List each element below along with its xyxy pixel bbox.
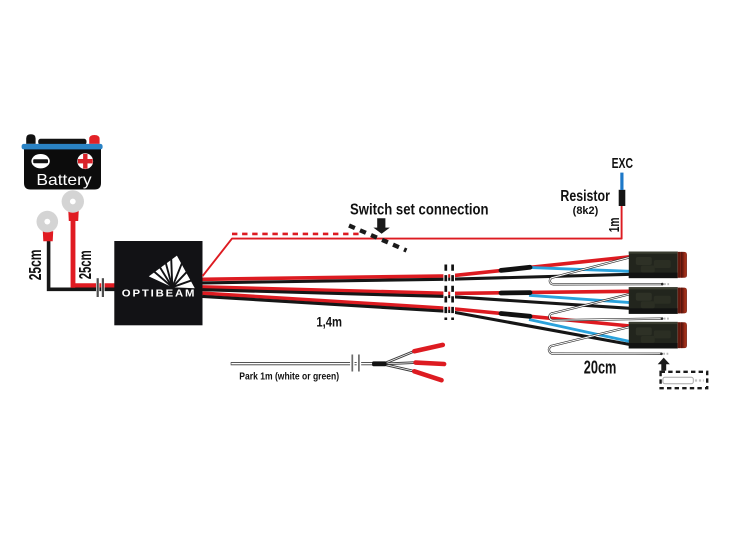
svg-text:EXC: EXC xyxy=(612,156,634,172)
svg-text:Switch set connection: Switch set connection xyxy=(350,201,489,218)
svg-text:Resistor: Resistor xyxy=(560,188,610,205)
svg-text:OPTIBEAM: OPTIBEAM xyxy=(122,288,197,299)
svg-text:1m: 1m xyxy=(606,218,623,233)
svg-text:1,4m: 1,4m xyxy=(316,314,342,330)
svg-text:25cm: 25cm xyxy=(75,250,95,279)
svg-text:Park 1m (white or green): Park 1m (white or green) xyxy=(239,372,339,383)
svg-text:25cm: 25cm xyxy=(25,249,45,280)
svg-text:20cm: 20cm xyxy=(584,358,617,378)
svg-text:Battery: Battery xyxy=(36,172,91,189)
svg-text:(8k2): (8k2) xyxy=(573,205,599,217)
